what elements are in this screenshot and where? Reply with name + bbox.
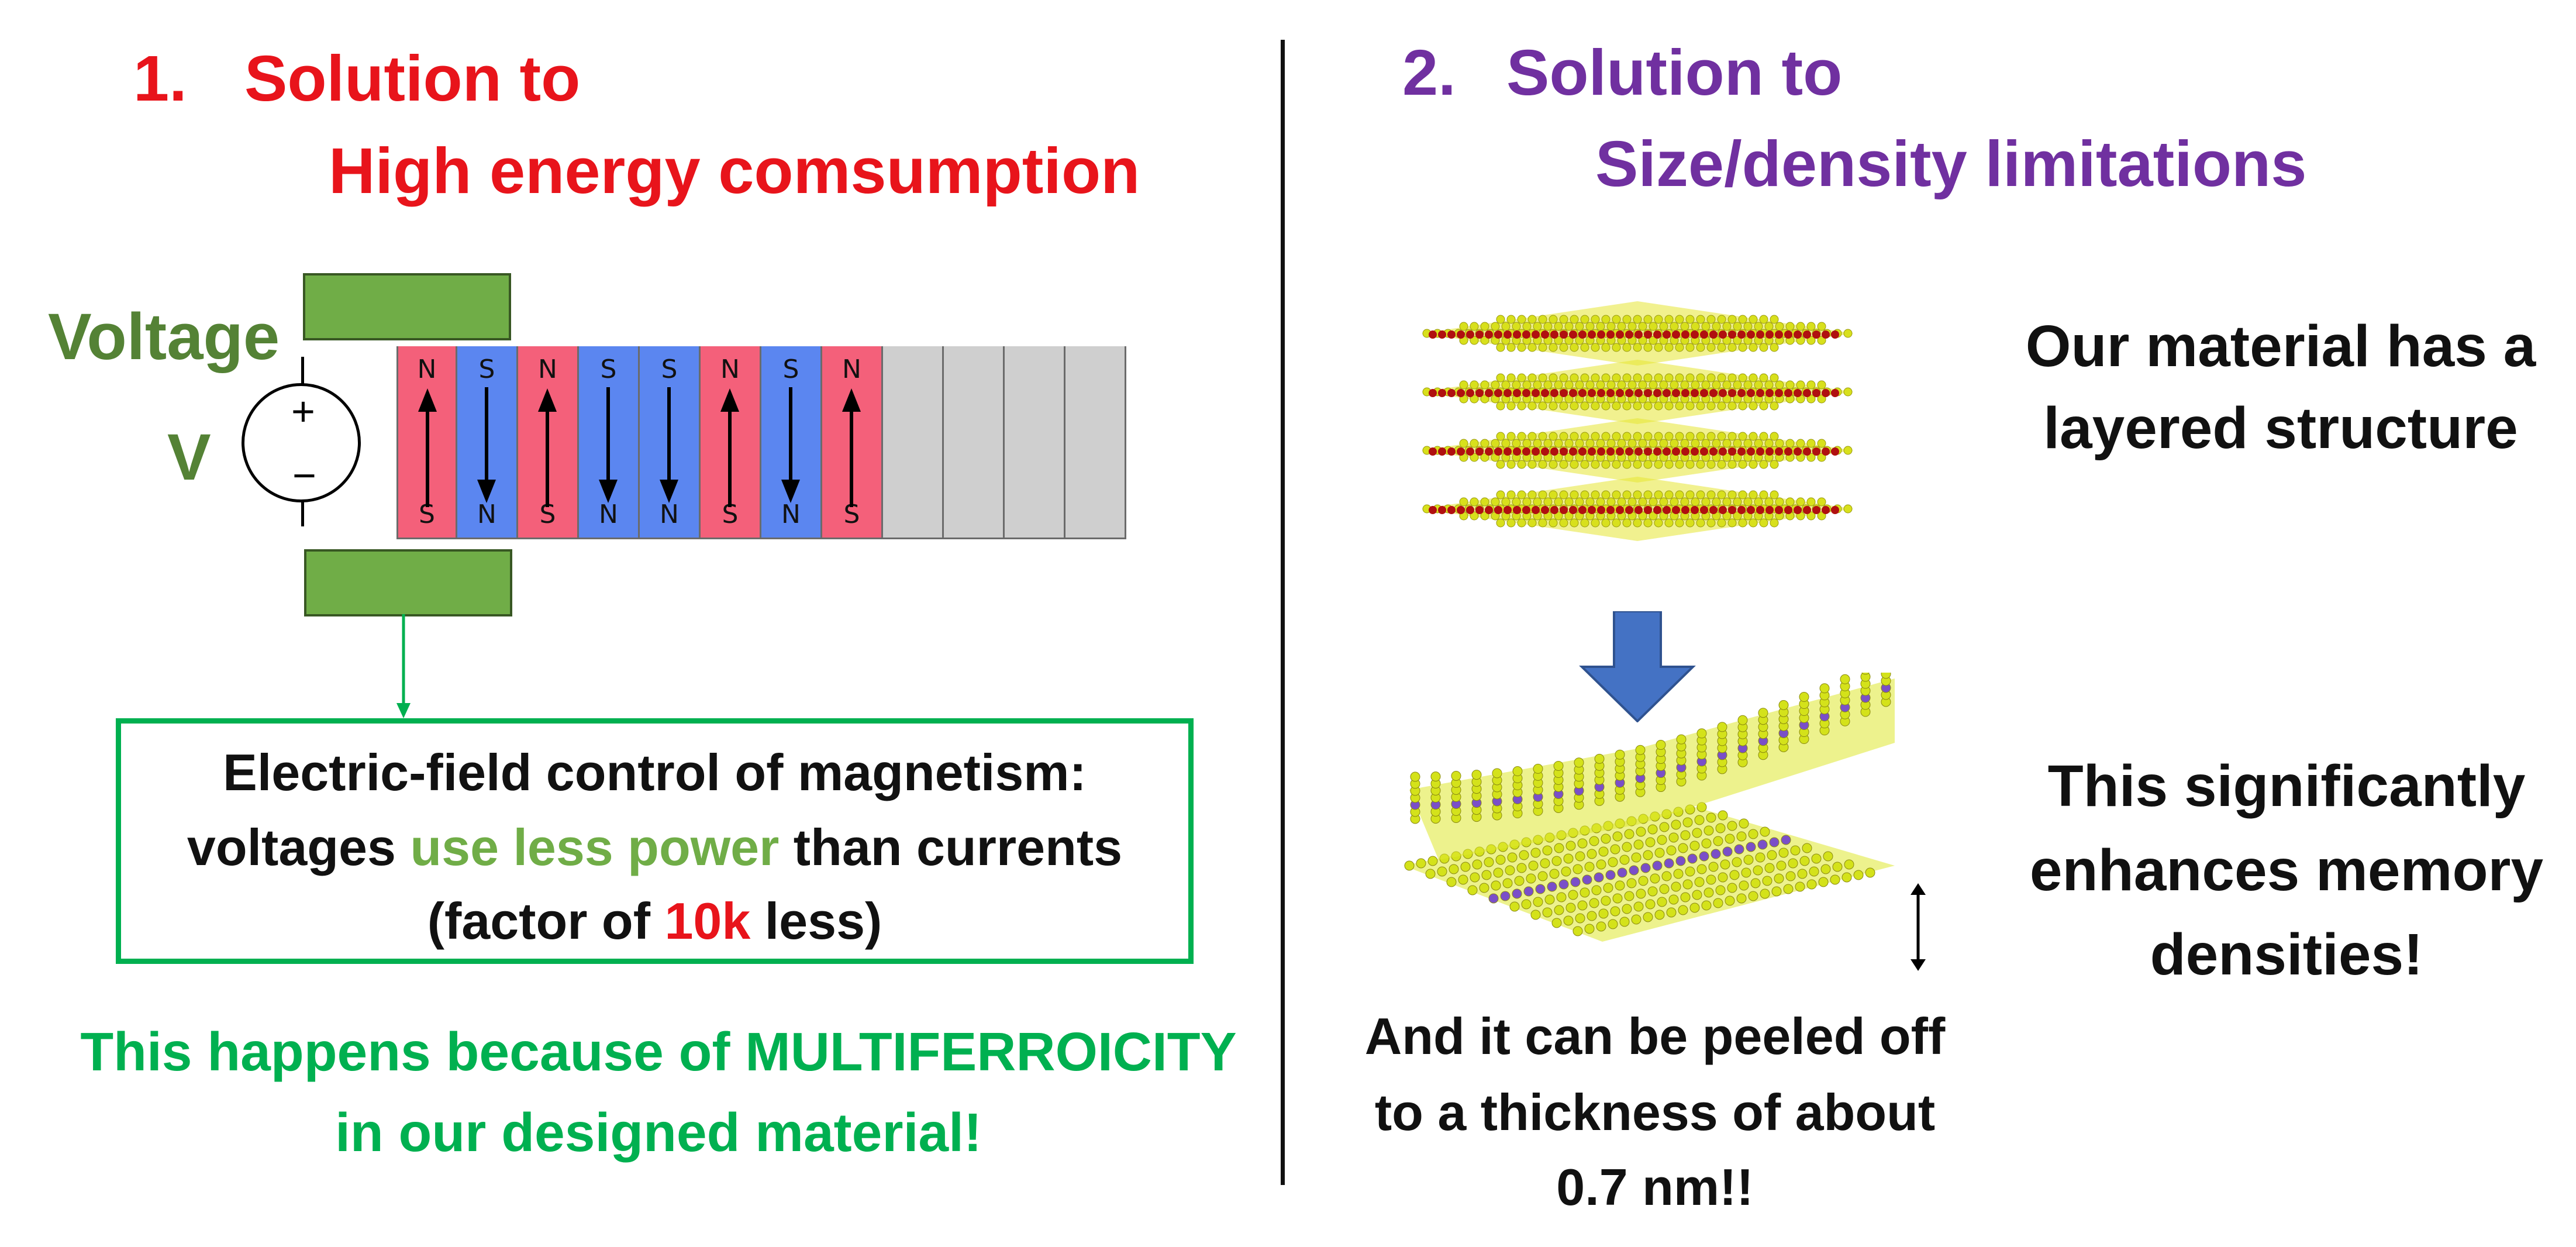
section-1-heading-line1: Solution to — [244, 43, 581, 115]
arrow-down-icon — [599, 387, 618, 503]
enhance-text-line-3: densities! — [2150, 922, 2423, 987]
peeled-layer-image — [1403, 673, 1895, 942]
domain-pole-bottom: N — [599, 500, 618, 529]
v-label: V — [167, 421, 211, 494]
atomic-layer — [1421, 418, 1854, 483]
magnetic-domain-12 — [1065, 346, 1126, 539]
arrow-up-icon — [720, 388, 739, 507]
atomic-layer — [1421, 360, 1854, 424]
section-1-heading-line2: High energy comsumption — [329, 135, 1140, 207]
arrow-down-icon — [781, 387, 800, 503]
domain-pole-bottom: N — [660, 500, 679, 529]
magnetic-domain-10 — [944, 346, 1005, 539]
peel-text-line-1: And it can be peeled off — [1364, 1007, 1946, 1065]
box-line-3: (factor of 10k less) — [121, 895, 1188, 947]
top-electrode — [303, 273, 511, 340]
domain-pole-top: N — [720, 354, 740, 384]
box-line-3-post: less) — [750, 892, 882, 950]
section-1-number: 1. — [133, 43, 187, 115]
arrow-up-icon — [538, 388, 557, 507]
box-line-2: voltages use less power than currents — [121, 822, 1188, 873]
peel-text-line-2: to a thickness of about — [1374, 1083, 1936, 1141]
domain-pole-bottom: N — [781, 500, 801, 529]
domain-pole-top: N — [538, 354, 557, 384]
domain-pole-top: N — [842, 354, 861, 384]
multiferroicity-line-1: This happens because of MULTIFERROICITY — [80, 1021, 1237, 1082]
domain-pole-top: S — [600, 354, 617, 384]
voltage-source-icon — [242, 383, 361, 502]
vertical-divider — [1281, 40, 1285, 1185]
arrow-down-icon — [660, 387, 678, 503]
source-wire-bottom — [301, 494, 304, 526]
down-arrow-icon — [1579, 611, 1696, 722]
info-box: Electric-field control of magnetism: vol… — [116, 718, 1194, 964]
layered-structure-image — [1421, 301, 1854, 541]
section-2-heading-line2: Size/density limitations — [1595, 128, 2307, 200]
domain-pole-bottom: N — [477, 500, 496, 529]
arrow-down-icon — [477, 387, 496, 503]
connector-arrow-icon — [396, 614, 411, 718]
arrow-up-icon — [842, 388, 861, 507]
bottom-electrode — [304, 549, 512, 616]
box-line-2-pre: voltages — [187, 818, 411, 876]
layered-text-line-1: Our material has a — [2025, 314, 2536, 379]
minus-sign: − — [292, 453, 316, 498]
domain-pole-top: S — [782, 354, 799, 384]
thickness-arrow-icon — [1911, 883, 1926, 971]
section-2-number: 2. — [1402, 37, 1456, 109]
box-line-2-post: than currents — [779, 818, 1123, 876]
enhance-text-line-2: enhances memory — [2029, 838, 2544, 903]
voltage-label: Voltage — [48, 300, 280, 373]
magnetic-domain-9 — [883, 346, 944, 539]
peeled-monolayer — [1409, 673, 1895, 860]
arrow-up-icon — [418, 388, 437, 507]
multiferroicity-line-2: in our designed material! — [335, 1102, 982, 1163]
layered-text-line-2: layered structure — [2043, 395, 2518, 461]
domain-pole-top: S — [478, 354, 495, 384]
source-wire-top — [301, 357, 304, 386]
section-2-heading-line1: Solution to — [1506, 37, 1843, 109]
atomic-layer — [1421, 477, 1854, 541]
magnetic-domain-11 — [1005, 346, 1065, 539]
domain-pole-top: N — [417, 354, 437, 384]
box-highlight-10k: 10k — [664, 892, 751, 950]
atomic-layer — [1421, 301, 1854, 366]
box-highlight-less-power: use less power — [410, 818, 780, 876]
box-line-1: Electric-field control of magnetism: — [223, 743, 1087, 801]
domain-pole-top: S — [661, 354, 678, 384]
enhance-text-line-1: This significantly — [2047, 753, 2526, 819]
plus-sign: + — [291, 388, 315, 434]
box-line-3-pre: (factor of — [427, 892, 665, 950]
peel-text-line-3: 0.7 nm!! — [1556, 1158, 1754, 1216]
